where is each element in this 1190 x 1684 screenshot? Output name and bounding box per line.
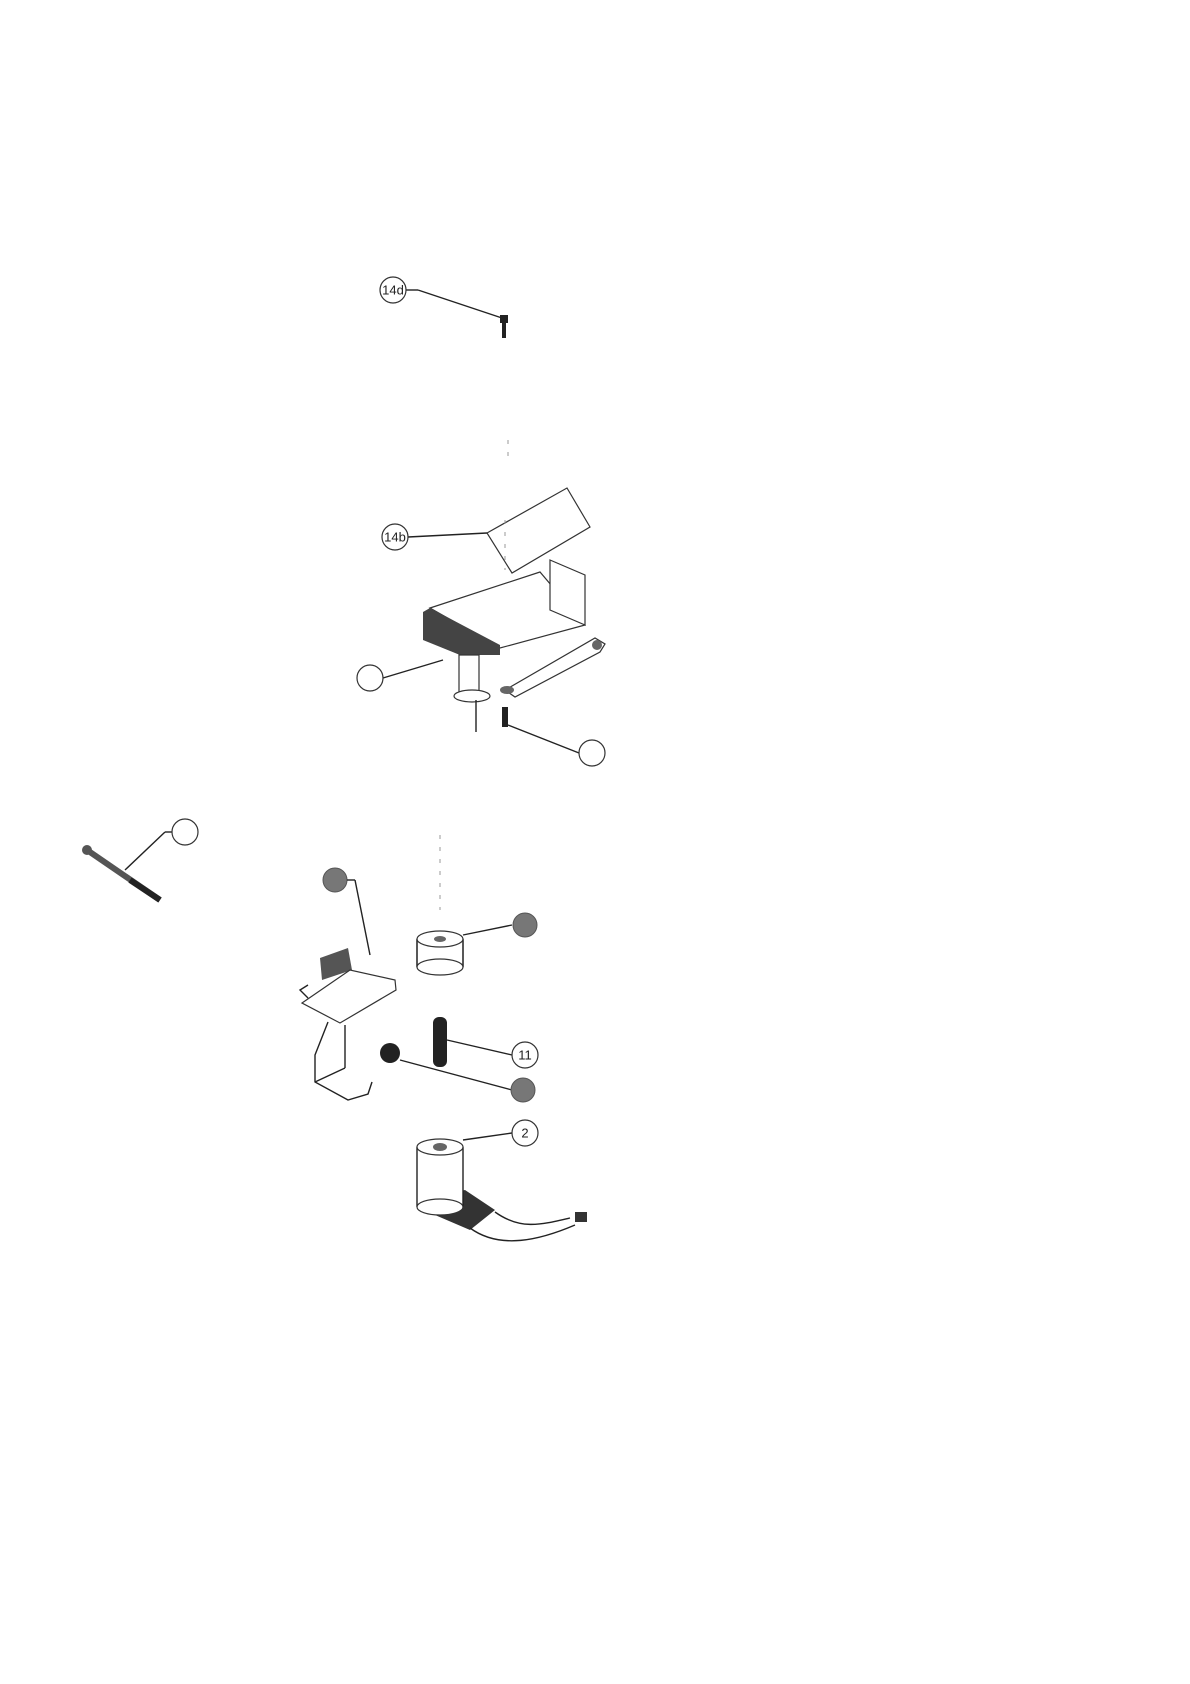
callout-label-14d: 14d (382, 283, 404, 298)
bracket-assembly (423, 559, 606, 732)
spring-11: 11 (433, 1017, 539, 1069)
long-bolt (82, 818, 199, 903)
callout-empty-bracket (356, 659, 444, 692)
collar-ring (416, 912, 538, 976)
plate-14b (407, 487, 591, 574)
screw-bottom (502, 707, 606, 767)
callout-label-11: 11 (518, 1048, 532, 1063)
callout-label-2: 2 (521, 1126, 528, 1141)
solenoid-coil-2: 2 (416, 1119, 587, 1242)
callout-14d: 14d (379, 276, 407, 304)
lower-bracket (298, 867, 397, 1101)
callout-14b: 14b (381, 523, 409, 551)
ball (380, 1043, 536, 1103)
callout-label-14b: 14b (384, 530, 406, 545)
screw-14d (406, 289, 508, 338)
